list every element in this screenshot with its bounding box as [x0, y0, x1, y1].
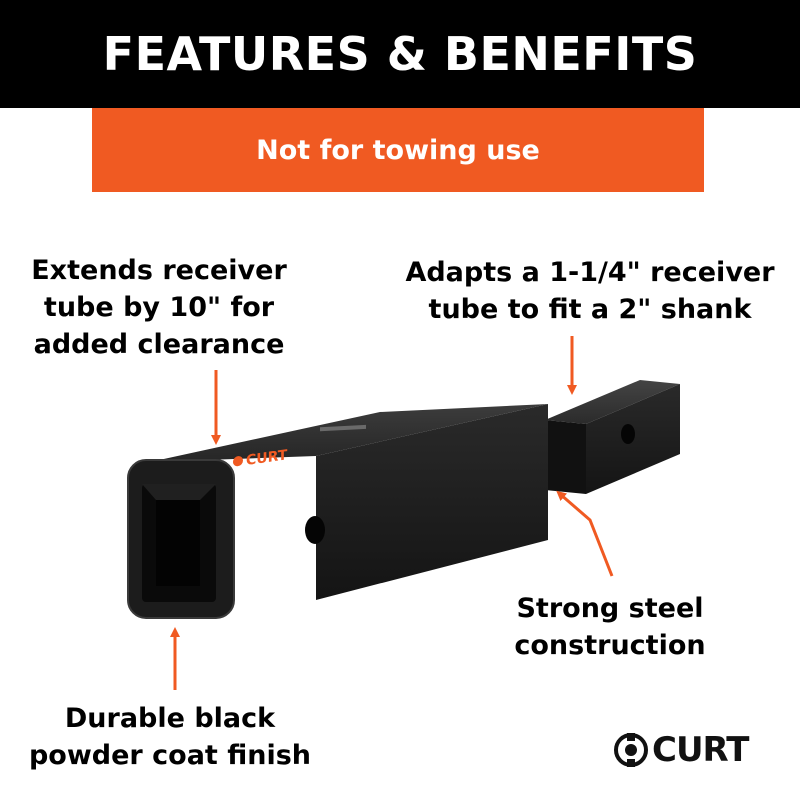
- receiver-tube: [127, 404, 548, 619]
- warning-banner: Not for towing use: [92, 108, 704, 192]
- callout-extends-line-2: tube by 10" for: [43, 292, 275, 323]
- brand-logo-text: CURT: [652, 730, 749, 770]
- brand-logo: CURT: [614, 728, 749, 772]
- page-title: FEATURES & BENEFITS: [102, 27, 698, 81]
- shank-pin-hole: [621, 424, 635, 444]
- callout-extends-line-1: Extends receiver: [31, 255, 287, 286]
- callout-adapts-line-2: tube to fit a 2" shank: [428, 294, 752, 325]
- tube-logo: CURT: [233, 447, 288, 469]
- receiver-pin-hole: [305, 516, 325, 544]
- callout-extends: Extends receiver tube by 10" for added c…: [14, 252, 304, 363]
- callout-adapts: Adapts a 1-1/4" receiver tube to fit a 2…: [390, 254, 790, 328]
- callout-extends-line-3: added clearance: [33, 329, 285, 360]
- callout-durable: Durable black powder coat finish: [10, 700, 330, 774]
- tube-label: [320, 424, 366, 432]
- tube-logo-text: CURT: [246, 447, 288, 469]
- shank-tube: [545, 380, 680, 494]
- callout-strong-line-2: construction: [514, 630, 706, 661]
- header-bar: FEATURES & BENEFITS: [0, 0, 800, 108]
- brand-emblem-icon: [614, 733, 648, 767]
- arrow-strong: [556, 490, 614, 577]
- warning-text: Not for towing use: [256, 134, 540, 166]
- callout-adapts-line-1: Adapts a 1-1/4" receiver: [405, 257, 775, 288]
- callout-strong: Strong steel construction: [490, 590, 730, 664]
- callout-durable-line-1: Durable black: [64, 703, 276, 734]
- callout-strong-line-1: Strong steel: [516, 593, 704, 624]
- callout-durable-line-2: powder coat finish: [28, 740, 312, 771]
